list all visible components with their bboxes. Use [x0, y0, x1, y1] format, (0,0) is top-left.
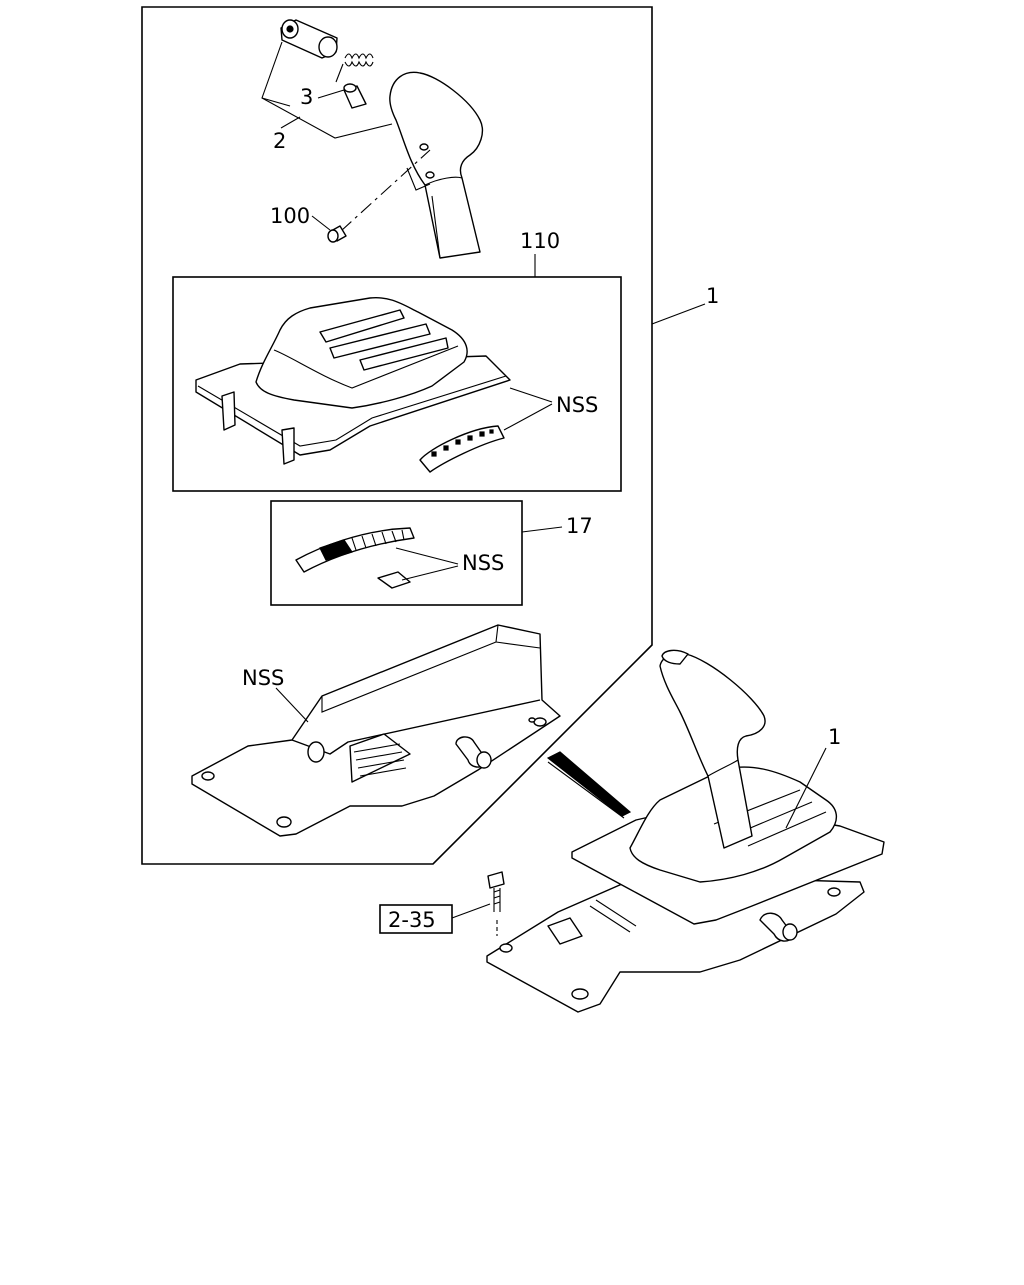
shift-knob-parts: [261, 19, 484, 259]
exploded-view-frame: [141, 6, 653, 865]
callout-sleeve-part: 2: [273, 129, 286, 153]
indicator-cover-box: [172, 276, 622, 492]
indicator-plate-box: [270, 500, 523, 606]
callout-nss-base: NSS: [242, 666, 284, 690]
callout-knob-part: 3: [300, 85, 313, 109]
bolt-reference-box[interactable]: [379, 904, 453, 934]
indicator-cover-drawing: [195, 296, 553, 473]
callout-assembly-main: 1: [706, 284, 719, 308]
assembly-arrow: [546, 751, 632, 817]
callout-nss-cover: NSS: [556, 393, 598, 417]
callout-indicator-cover: 110: [520, 229, 560, 253]
indicator-plate-drawing: [295, 527, 459, 589]
callout-assembly-installed: 1: [828, 725, 841, 749]
callout-bolt-reference: 2-35: [388, 908, 436, 932]
callout-indicator-plate: 17: [566, 514, 593, 538]
installed-assembly-drawing: [451, 649, 885, 1013]
callout-screw-part: 100: [270, 204, 310, 228]
callout-nss-plate: NSS: [462, 551, 504, 575]
base-housing-drawing: [191, 624, 561, 837]
